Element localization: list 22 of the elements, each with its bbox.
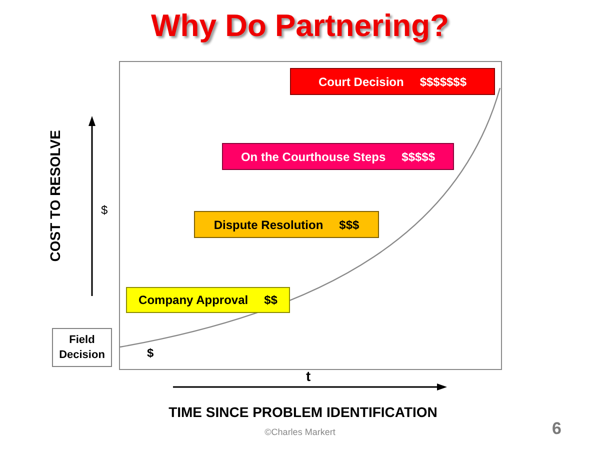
copyright-note: ©Charles Markert [264, 427, 336, 437]
cost-marks: $$ [264, 293, 278, 307]
cost-marks: $$$ [339, 218, 360, 232]
page-number: 6 [552, 419, 562, 439]
stage-name: Field Decision [58, 332, 106, 362]
stage-name: Company Approval [138, 293, 248, 307]
cost-marks: $$$$$$$ [420, 74, 467, 88]
stage-box [194, 211, 379, 238]
currency-symbol: $ [101, 203, 108, 217]
axis-title: TIME SINCE PROBLEM IDENTIFICATION [168, 404, 438, 420]
stage-name: On the Courthouse Steps [240, 150, 386, 164]
time-symbol: t [306, 368, 311, 384]
stage-box [222, 143, 454, 170]
currency-symbol: $ [147, 346, 154, 360]
decision-box [52, 328, 112, 367]
axis-title: COST TO RESOLVE [47, 130, 63, 262]
stage-name: Dispute Resolution [214, 218, 324, 232]
stage-box [290, 68, 495, 95]
stage-box [126, 287, 290, 313]
stage-name: Court Decision [318, 74, 404, 88]
cost-marks: $$$$$ [402, 150, 436, 164]
slide-title: Why Do Partnering? [150, 8, 450, 44]
